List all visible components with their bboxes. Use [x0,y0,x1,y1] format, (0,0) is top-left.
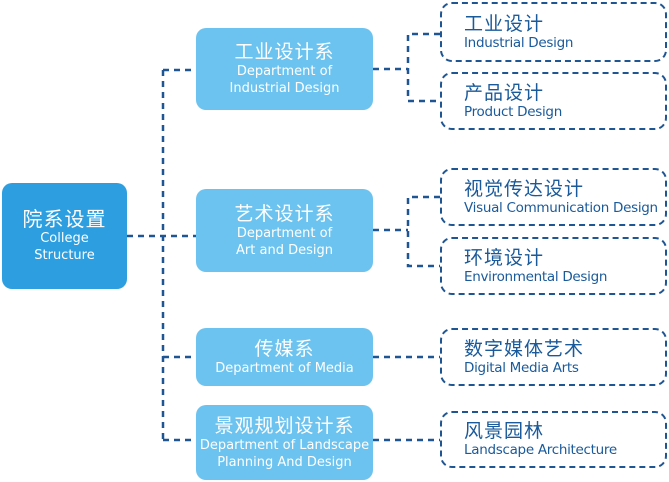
major-environmental-design: 环境设计 Environmental Design [440,237,667,295]
dept1-branch [373,32,440,103]
root-title-en: Structure [34,248,95,263]
dept-name-en: Planning And Design [217,454,352,470]
dept2-branch [373,195,440,268]
major-name-zh: 产品设计 [464,81,545,104]
dept-media: 传媒系 Department of Media [196,328,373,386]
major-name-en: Digital Media Arts [464,359,579,376]
major-name-en: Industrial Design [464,34,574,51]
major-name-en: Landscape Architecture [464,442,617,458]
major-landscape-architecture: 风景园林 Landscape Architecture [440,411,667,468]
dept-name-zh: 工业设计系 [234,41,335,63]
dept-name-en: Industrial Design [229,81,340,96]
dept-name-en: Department of Landscape [199,437,370,453]
dept-industrial-design: 工业设计系 Department of Industrial Design [196,28,373,110]
college-structure-node: 院系设置 College Structure [2,183,127,289]
dept-name-en: Department of [236,225,333,241]
major-name-zh: 数字媒体艺术 [464,337,585,360]
major-digital-media-arts: 数字媒体艺术 Digital Media Arts [440,328,667,386]
root-title-zh: 院系设置 [22,207,107,231]
major-name-en: Visual Communication Design [464,199,658,216]
major-name-zh: 风景园林 [464,420,545,442]
dept-name-zh: 传媒系 [254,337,315,360]
major-name-zh: 环境设计 [464,246,545,269]
major-industrial-design: 工业设计 Industrial Design [440,2,667,62]
major-name-en: Environmental Design [464,268,608,285]
major-visual-communication: 视觉传达设计 Visual Communication Design [440,168,667,226]
dept-art-and-design: 艺术设计系 Department of Art and Design [196,189,373,272]
dept-name-en: Department of [236,64,333,79]
dept-landscape-planning: 景观规划设计系 Department of Landscape Planning… [196,405,373,480]
dept-name-en: Art and Design [236,242,333,258]
dept-name-en: Department of Media [215,360,354,376]
major-product-design: 产品设计 Product Design [440,72,667,130]
major-name-zh: 工业设计 [464,12,545,35]
root-title-en: College [40,231,89,246]
dept-name-zh: 景观规划设计系 [214,414,355,437]
major-name-zh: 视觉传达设计 [464,177,585,200]
dept-name-zh: 艺术设计系 [234,202,335,225]
major-name-en: Product Design [464,103,562,120]
